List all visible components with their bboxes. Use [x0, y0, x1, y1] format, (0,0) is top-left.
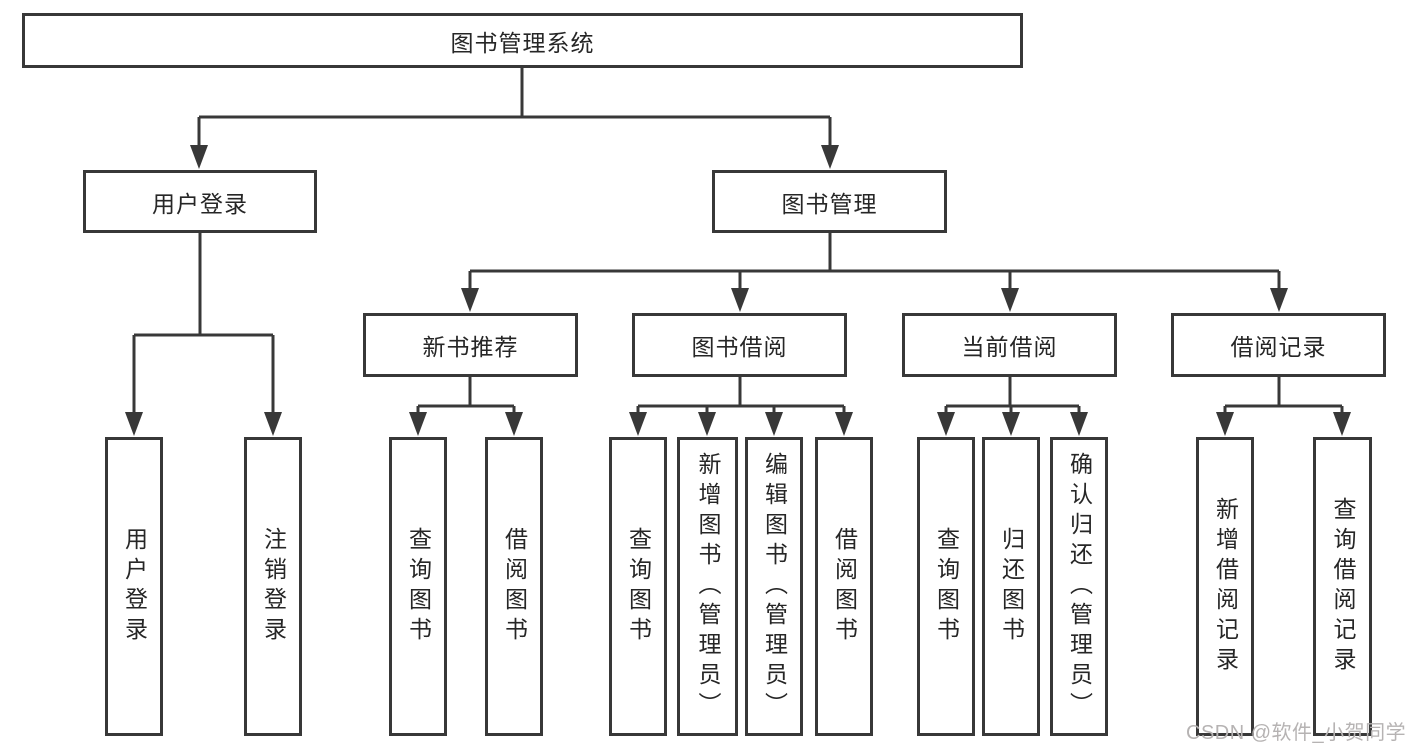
node-label: 图书管理系统 [450, 29, 595, 56]
connector-root-to-level2 [197, 68, 832, 147]
arrowhead-down [461, 288, 479, 312]
arrowhead-down [1333, 412, 1351, 436]
node-label: 借阅记录 [1230, 334, 1327, 360]
arrowhead-down [1270, 288, 1288, 312]
node-book-borrowing: 图书借阅 [632, 313, 847, 377]
node-label: 用户登录 [152, 190, 248, 217]
leaf-user-login: 用户登录 [105, 437, 163, 736]
arrowhead-down [937, 412, 955, 436]
arrowhead-down [629, 412, 647, 436]
connector-user-login-branch [132, 233, 275, 413]
node-root-system: 图书管理系统 [22, 13, 1023, 68]
arrowhead-down [1002, 412, 1020, 436]
node-label: 查询图书 [405, 526, 432, 647]
leaf-confirm-return-admin: 确认归还（管理员） [1050, 437, 1108, 736]
node-label: 查询图书 [625, 526, 652, 647]
arrowhead-down [835, 412, 853, 436]
arrowhead-down [409, 412, 427, 436]
connector-current-borrow-branch [944, 377, 1081, 414]
connector-book-borrow-branch [636, 377, 846, 414]
arrowhead-down [125, 412, 143, 436]
arrowhead-down [821, 145, 839, 169]
arrowhead-down [505, 412, 523, 436]
node-borrow-records: 借阅记录 [1171, 313, 1386, 377]
arrowhead-down [765, 412, 783, 436]
csdn-watermark: CSDN @软件_小贺同学 [1186, 722, 1405, 744]
node-label: 借阅图书 [501, 526, 528, 647]
leaf-logout: 注销登录 [244, 437, 302, 736]
leaf-borrow-books: 借阅图书 [485, 437, 543, 736]
node-current-borrowing: 当前借阅 [902, 313, 1117, 377]
leaf-add-borrow-record: 新增借阅记录 [1196, 437, 1254, 736]
node-label: 图书借阅 [691, 334, 788, 360]
arrowhead-down [264, 412, 282, 436]
node-label: 用户登录 [121, 526, 148, 647]
arrowhead-down [698, 412, 716, 436]
node-label: 注销登录 [260, 526, 287, 647]
node-label: 查询图书 [933, 526, 960, 647]
node-label: 图书管理 [781, 190, 878, 217]
arrowhead-down [1001, 288, 1019, 312]
node-label: 编辑图书（管理员） [761, 451, 788, 722]
node-user-login: 用户登录 [83, 170, 317, 233]
arrowhead-down [1070, 412, 1088, 436]
connector-borrow-record-branch [1223, 377, 1344, 414]
leaf-query-books: 查询图书 [609, 437, 667, 736]
leaf-edit-books-admin: 编辑图书（管理员） [745, 437, 803, 736]
connector-book-mgmt-branch [468, 233, 1281, 289]
node-label: 新增图书（管理员） [695, 451, 721, 722]
node-label: 新书推荐 [422, 334, 519, 360]
node-label: 当前借阅 [961, 334, 1058, 360]
node-label: 新增借阅记录 [1212, 496, 1239, 677]
leaf-query-books: 查询图书 [917, 437, 975, 736]
leaf-query-books: 查询图书 [389, 437, 447, 736]
leaf-return-books: 归还图书 [982, 437, 1040, 736]
node-label: 确认归还（管理员） [1066, 451, 1093, 722]
node-label: 归还图书 [998, 526, 1025, 647]
leaf-add-books-admin: 新增图书（管理员） [677, 437, 738, 736]
node-label: 查询借阅记录 [1330, 496, 1356, 677]
arrowhead-down [731, 288, 749, 312]
node-new-book-recommend: 新书推荐 [363, 313, 578, 377]
node-label: 借阅图书 [831, 526, 858, 647]
leaf-borrow-books: 借阅图书 [815, 437, 873, 736]
arrowhead-down [1216, 412, 1234, 436]
connector-new-book-branch [416, 377, 516, 414]
arrowhead-down [190, 145, 208, 169]
node-book-management: 图书管理 [712, 170, 947, 233]
leaf-query-borrow-record: 查询借阅记录 [1313, 437, 1372, 736]
